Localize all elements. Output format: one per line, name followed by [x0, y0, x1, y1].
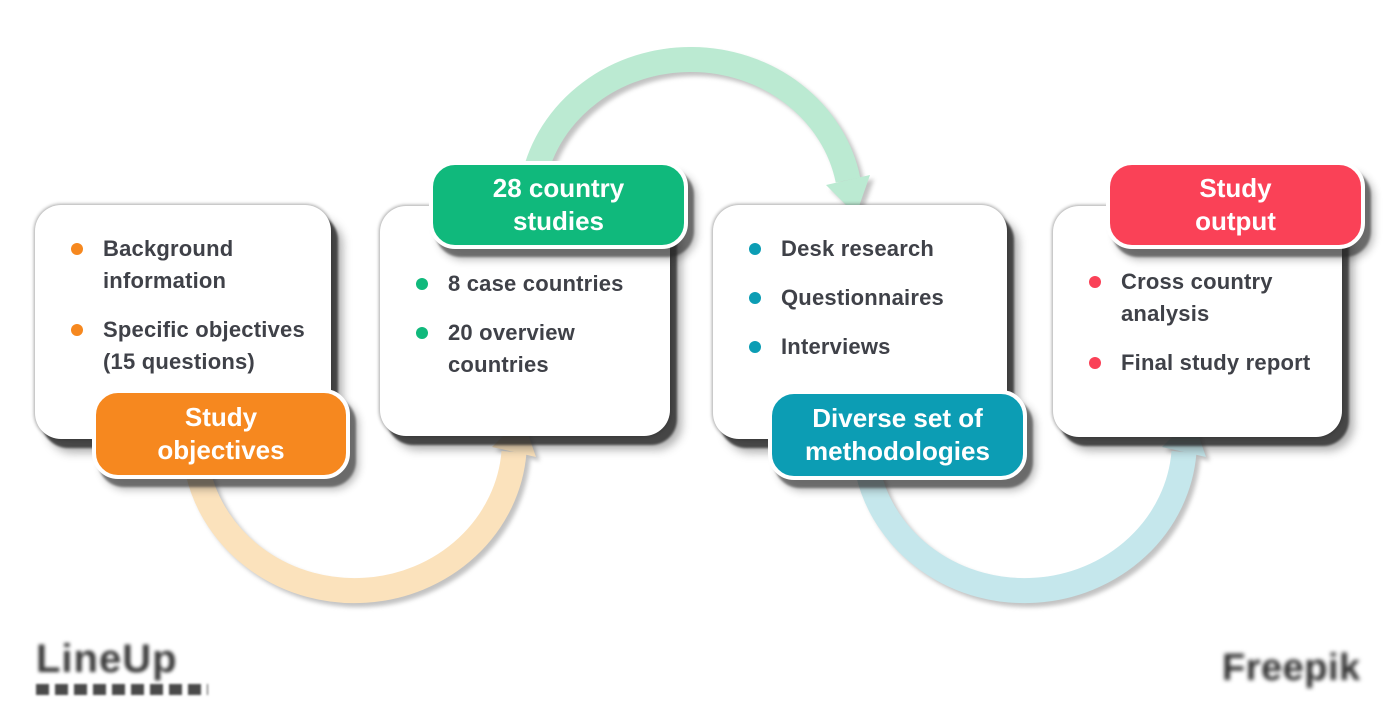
bullet-list: Desk research Questionnaires Interviews — [713, 205, 1007, 363]
badge-label-line: 28 country — [492, 173, 625, 203]
badge-label-line: methodologies — [805, 436, 990, 466]
badge-study-objectives: Study objectives — [92, 389, 350, 479]
brand-logo-right: Freepik — [1222, 648, 1361, 688]
list-item-text: Questionnaires — [781, 285, 944, 310]
list-item: Final study report — [1089, 347, 1320, 379]
bullet-dot — [1089, 276, 1101, 288]
badge-label-line: Diverse set of — [812, 403, 983, 433]
badge-label-line: studies — [512, 206, 605, 236]
bullet-dot — [71, 243, 83, 255]
badge-label-line: Study — [1199, 173, 1272, 203]
bullet-dot — [749, 341, 761, 353]
list-item-text: Cross country analysis — [1121, 269, 1273, 326]
badge-country-studies: 28 country studies — [429, 161, 688, 249]
list-item-text: Final study report — [1121, 350, 1311, 375]
bullet-list: Cross country analysis Final study repor… — [1053, 206, 1342, 379]
list-item-text: Specific objectives (15 questions) — [103, 317, 305, 374]
list-item: Questionnaires — [749, 282, 985, 314]
list-item-text: Background information — [103, 236, 234, 293]
bullet-list: Background information Specific objectiv… — [35, 205, 331, 378]
list-item: Background information — [71, 233, 309, 297]
list-item-text: Desk research — [781, 236, 935, 261]
list-item: Cross country analysis — [1089, 266, 1320, 330]
bullet-dot — [416, 278, 428, 290]
list-item-text: 8 case countries — [448, 271, 624, 296]
list-item-text: 20 overview countries — [448, 320, 575, 377]
badge-label-line: output — [1195, 206, 1276, 236]
badge-study-output: Study output — [1106, 161, 1365, 249]
list-item-text: Interviews — [781, 334, 891, 359]
badge-methodologies: Diverse set of methodologies — [768, 390, 1027, 480]
brand-logo-left: LineUp — [36, 639, 208, 695]
list-item: Desk research — [749, 233, 985, 265]
badge-label-line: Study — [184, 402, 258, 432]
brand-tagline-bar — [36, 684, 208, 695]
bullet-dot — [71, 324, 83, 336]
bullet-dot — [416, 327, 428, 339]
list-item: Specific objectives (15 questions) — [71, 314, 309, 378]
bullet-dot — [749, 292, 761, 304]
list-item: 20 overview countries — [416, 317, 648, 381]
brand-logo-right-wordmark: Freepik — [1222, 647, 1361, 689]
brand-logo-left-wordmark: LineUp — [36, 637, 178, 681]
bullet-list: 8 case countries 20 overview countries — [380, 206, 670, 381]
list-item: Interviews — [749, 331, 985, 363]
bullet-dot — [1089, 357, 1101, 369]
list-item: 8 case countries — [416, 268, 648, 300]
badge-label-line: objectives — [157, 435, 285, 465]
bullet-dot — [749, 243, 761, 255]
